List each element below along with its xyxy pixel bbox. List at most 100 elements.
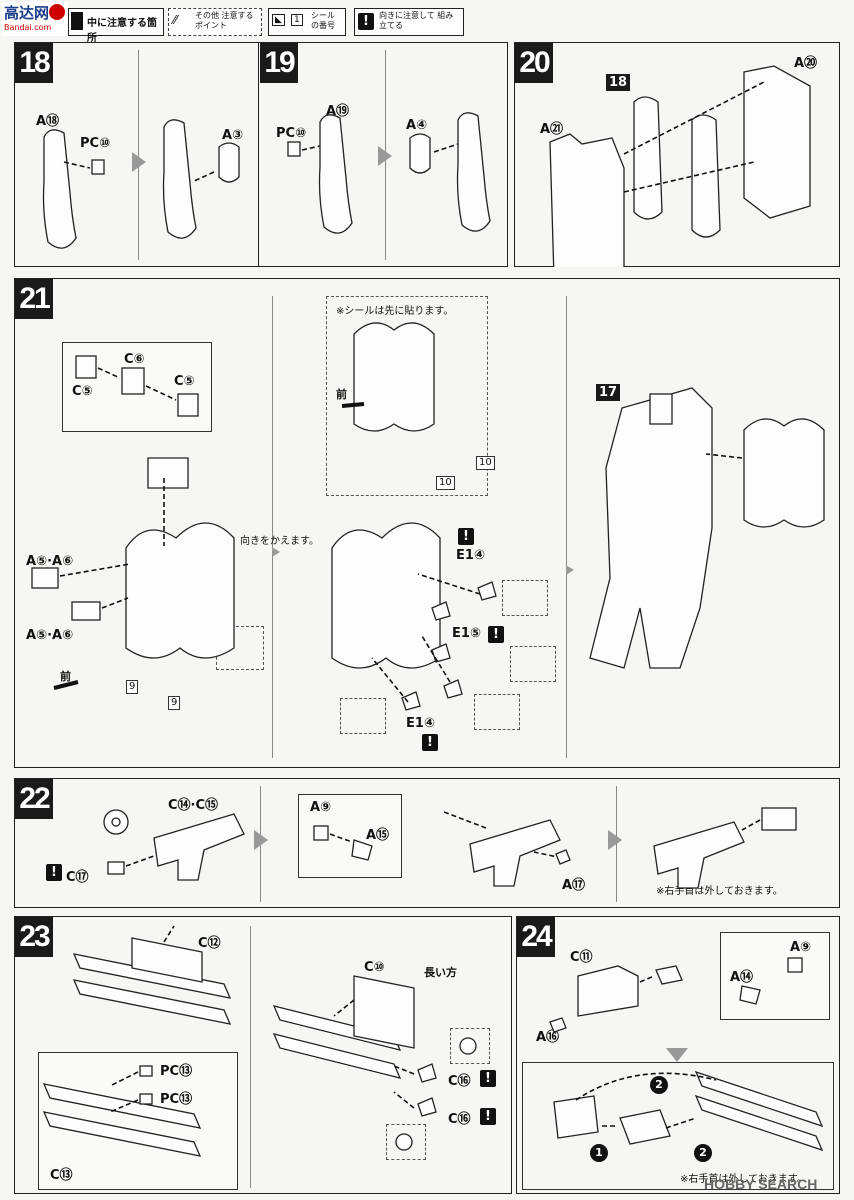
part-label: PC⑩ <box>80 136 111 151</box>
cannon-frame-c12 <box>131 937 203 983</box>
step-number-21: 21 <box>15 279 53 319</box>
step-18-drawing <box>42 119 240 249</box>
part-label: PC⑬ <box>160 1064 193 1079</box>
grip-part <box>619 1109 671 1145</box>
front-label: 前 <box>60 670 71 683</box>
part-label: PC⑬ <box>160 1092 193 1107</box>
part-a9 <box>313 825 329 841</box>
leg-frame-18 <box>633 96 663 220</box>
exclamation-icon: ! <box>46 864 62 881</box>
cannon-final <box>694 1070 824 1128</box>
detail-callout <box>386 1124 426 1160</box>
divider <box>272 296 273 758</box>
leg-frame-part <box>42 129 77 249</box>
logo-sub: Bandai.com <box>4 23 52 32</box>
wrist-block <box>553 1095 599 1139</box>
site-logo: 高达网 Bandai.com <box>2 2 68 36</box>
polycap-part <box>91 159 105 175</box>
watermark: HOBBY SEARCH <box>704 1176 818 1192</box>
step-21c-drawing <box>566 387 825 669</box>
leg-frame-assembled <box>456 112 491 232</box>
order-badge: 1 <box>590 1144 608 1162</box>
part-label: C⑩ <box>364 960 385 975</box>
legend-label: 中に注意する箇所 <box>87 18 157 44</box>
thruster-detail <box>510 646 556 682</box>
part-label: A⑱ <box>36 114 60 129</box>
seal-number: 10 <box>476 456 495 470</box>
divider <box>138 50 139 260</box>
step-23-panel <box>14 916 512 1194</box>
part-label: C⑰ <box>66 870 89 885</box>
thruster-e1d <box>401 691 421 711</box>
part-label: C⑤ <box>174 374 195 389</box>
step-arrow <box>378 146 392 166</box>
step-20-panel <box>514 42 840 267</box>
backpack-body <box>125 522 235 659</box>
exclamation-icon: ! <box>422 734 438 751</box>
step-arrow <box>608 830 622 850</box>
part-c6 <box>121 367 145 395</box>
leg-outer-frame <box>549 133 625 267</box>
long-side-label: 長い方 <box>424 966 457 979</box>
leg-frame-part <box>318 114 353 234</box>
step-18-19-panel <box>14 42 508 267</box>
step-22-panel <box>14 778 840 908</box>
step-number-22: 22 <box>15 779 53 819</box>
sub-assembly-box <box>522 1062 834 1190</box>
part-label: C⑭·C⑮ <box>168 798 219 813</box>
part-label: C⑯ <box>448 1112 471 1127</box>
part-label: A⑨ <box>310 800 332 815</box>
cover-part-a4 <box>409 133 431 174</box>
backpack-body-turned <box>331 522 441 669</box>
part-c5 <box>75 355 97 379</box>
robot-head <box>649 393 673 425</box>
step-19-drawing <box>287 112 491 234</box>
part-c16 <box>417 1063 437 1083</box>
thruster-detail <box>474 694 520 730</box>
step-number-24: 24 <box>517 917 555 957</box>
legend-label: 向きに注意して 組み立てる <box>379 11 454 30</box>
step-number-19: 19 <box>260 43 298 83</box>
part-label: C⑫ <box>198 936 221 951</box>
sub-assembled-part <box>147 457 189 489</box>
polycap-part <box>287 141 301 157</box>
leg-inner-frame-a20 <box>743 65 811 219</box>
part-label: A⑳ <box>794 56 818 71</box>
turn-note: 向きをかえます。 <box>240 536 319 547</box>
part-a9 <box>787 957 803 973</box>
divider <box>616 786 617 902</box>
thruster-e1 <box>431 601 451 621</box>
divider <box>258 42 259 267</box>
wrist-part <box>761 807 797 831</box>
part-label: A⑯ <box>536 1030 560 1045</box>
detail-callout <box>450 1028 490 1064</box>
order-badge: 2 <box>694 1144 712 1162</box>
polycap-pc13b <box>139 1093 153 1105</box>
logo-icon <box>2 2 68 36</box>
legend-other: ⁄⁄ その他 注意するポイント <box>168 8 262 36</box>
order-badge: 2 <box>650 1076 668 1094</box>
exclamation-icon: ! <box>458 528 474 545</box>
exclamation-icon: ! <box>480 1108 496 1125</box>
seal-number: 10 <box>436 476 455 490</box>
exclamation-icon: ! <box>488 626 504 643</box>
part-c17 <box>107 861 125 875</box>
front-arrow-icon <box>53 680 79 690</box>
front-arrow-icon <box>341 402 365 408</box>
seal-number-icon: ◣ <box>272 14 285 26</box>
thruster-e1e <box>443 679 463 699</box>
part-label: PC⑩ <box>276 126 307 141</box>
legend-label: シール の番号 <box>311 11 335 30</box>
ref-step-17: 17 <box>596 384 621 401</box>
header-bar: 高达网 Bandai.com 中に注意する箇所 ⁄⁄ その他 注意するポイント … <box>0 0 854 44</box>
part-label: C⑥ <box>124 352 145 367</box>
rifle-complete <box>653 821 745 889</box>
cannon-sub-b <box>42 1111 202 1157</box>
step-24-panel <box>516 916 840 1194</box>
legend-attention: 中に注意する箇所 <box>68 8 164 44</box>
seal-number: 9 <box>126 680 139 694</box>
part-a5-a6 <box>31 567 59 589</box>
legend-label: その他 注意するポイント <box>195 11 254 30</box>
part-label: E1⑤ <box>452 626 481 641</box>
cannon-final-b <box>694 1094 824 1152</box>
